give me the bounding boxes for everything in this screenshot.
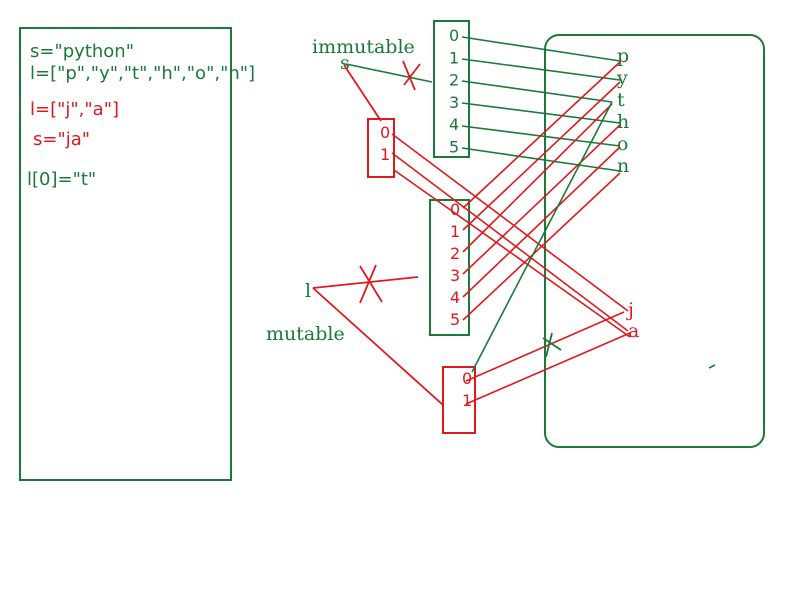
immutable-label: immutable <box>312 36 415 58</box>
char-3: h <box>617 111 629 133</box>
string-index-0: 0 <box>449 26 459 45</box>
character-pool <box>544 34 765 448</box>
link-s0-p <box>461 36 621 62</box>
code-line-string-assign: s="python" <box>30 41 134 62</box>
link-s-old <box>345 63 433 83</box>
new-string-index-group: 01 <box>380 123 390 164</box>
list-index-1: 1 <box>450 222 460 241</box>
cross-mark-s <box>402 60 421 91</box>
link-l0-j <box>465 311 625 382</box>
code-line-list-reassign: l=["j","a"] <box>30 99 119 120</box>
char-4: o <box>617 133 628 155</box>
new-list-index-1: 1 <box>462 391 472 410</box>
code-panel <box>19 27 232 481</box>
char-0: p <box>617 45 629 67</box>
list-index-group: 0 1 2 3 4 5 <box>450 200 460 329</box>
string-object-ja <box>367 118 395 178</box>
list-to-char-links <box>462 61 621 321</box>
link-l1-a <box>465 332 631 405</box>
char-5: n <box>617 155 629 177</box>
list-index-3: 3 <box>450 266 460 285</box>
link-s5-n <box>461 147 621 172</box>
new-char-1: a <box>628 320 639 342</box>
list-index-4: 4 <box>450 288 460 307</box>
link-s2-t <box>461 80 613 103</box>
new-list-index-0: 0 <box>462 369 472 388</box>
cross-mark-l <box>359 264 383 304</box>
string-index-3: 3 <box>449 93 459 112</box>
link-l0-t <box>471 101 613 373</box>
stray-mark <box>708 364 716 369</box>
new-list-index-group: 01 <box>462 369 472 410</box>
code-line-string-reassign: s="ja" <box>33 129 90 150</box>
string-object-python <box>433 20 470 158</box>
string-index-group: 0 1 2 3 4 5 <box>449 26 459 157</box>
new-string-to-char-links <box>391 133 631 338</box>
link-l-new <box>312 287 444 406</box>
list-index-5: 5 <box>450 310 460 329</box>
list-index-2: 2 <box>450 244 460 263</box>
new-char-0: j <box>626 299 634 321</box>
link-s-new <box>343 64 382 122</box>
string-index-1: 1 <box>449 48 459 67</box>
character-group: python ja <box>616 45 639 342</box>
code-line-item-assign: l[0]="t" <box>27 169 96 190</box>
mutable-label: mutable <box>266 323 345 345</box>
char-2: t <box>617 89 625 111</box>
link-l-old <box>312 276 419 289</box>
string-index-2: 2 <box>449 71 459 90</box>
new-string-index-0: 0 <box>380 123 390 142</box>
new-list-to-char-links <box>465 311 631 405</box>
list-variable-l: l <box>305 280 311 302</box>
cross-mark-l0 <box>542 332 562 358</box>
link-s1-y <box>461 58 621 81</box>
string-variable-s: s <box>340 52 350 74</box>
string-index-4: 4 <box>449 115 459 134</box>
string-index-5: 5 <box>449 138 459 157</box>
code-line-list-assign: l=["p","y","t","h","o","n"] <box>30 63 255 84</box>
new-string-index-1: 1 <box>380 145 390 164</box>
link-s3-h <box>461 102 621 124</box>
char-1: y <box>616 67 628 89</box>
list-index-0: 0 <box>450 200 460 219</box>
